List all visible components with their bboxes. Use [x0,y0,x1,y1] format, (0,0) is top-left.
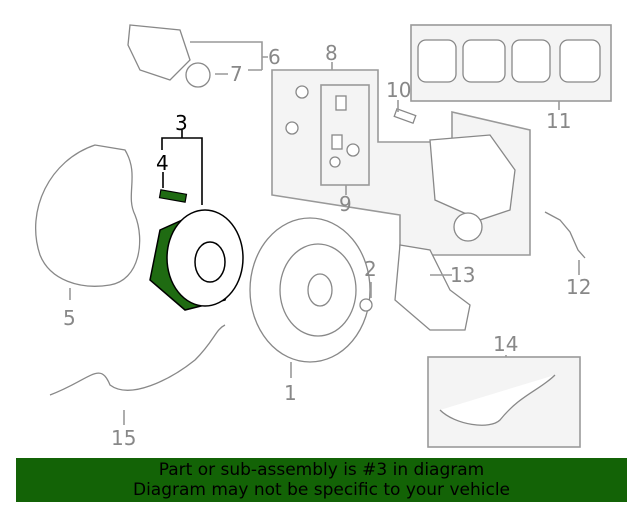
callout-3[interactable]: 3 [175,111,188,135]
banner-line-2: Diagram may not be specific to your vehi… [132,480,510,500]
wheel-hub-assembly[interactable] [149,189,244,311]
callout-13[interactable]: 13 [450,263,475,287]
abs-sensor-wire-15 [49,324,226,396]
callout-4[interactable]: 4 [156,151,169,175]
piston-seal [453,212,483,242]
callout-7[interactable]: 7 [230,62,243,86]
callout-8[interactable]: 8 [325,41,338,65]
callout-14[interactable]: 14 [493,332,518,356]
diagram-notice-banner: Part or sub-assembly is #3 in diagram Di… [16,458,627,502]
callout-2[interactable]: 2 [364,257,377,281]
caliper-top [127,24,191,81]
rotor-center [307,273,333,307]
caliper-bracket [394,244,471,331]
callout-15[interactable]: 15 [111,426,136,450]
callout-12[interactable]: 12 [566,275,591,299]
callout-10[interactable]: 10 [386,78,411,102]
callout-9[interactable]: 9 [339,192,352,216]
callout-5[interactable]: 5 [63,306,76,330]
hub-bolt [158,189,188,203]
clip-spring [544,211,586,259]
brake-caliper [429,134,516,221]
callout-11[interactable]: 11 [546,109,571,133]
brake-pads [417,39,601,83]
banner-line-1: Part or sub-assembly is #3 in diagram [158,460,485,480]
abs-sensor-wire-14 [439,374,556,426]
dust-shield [35,144,141,287]
bolts [285,85,417,312]
o-ring [185,62,211,88]
callout-6[interactable]: 6 [268,45,281,69]
callout-1[interactable]: 1 [284,381,297,405]
